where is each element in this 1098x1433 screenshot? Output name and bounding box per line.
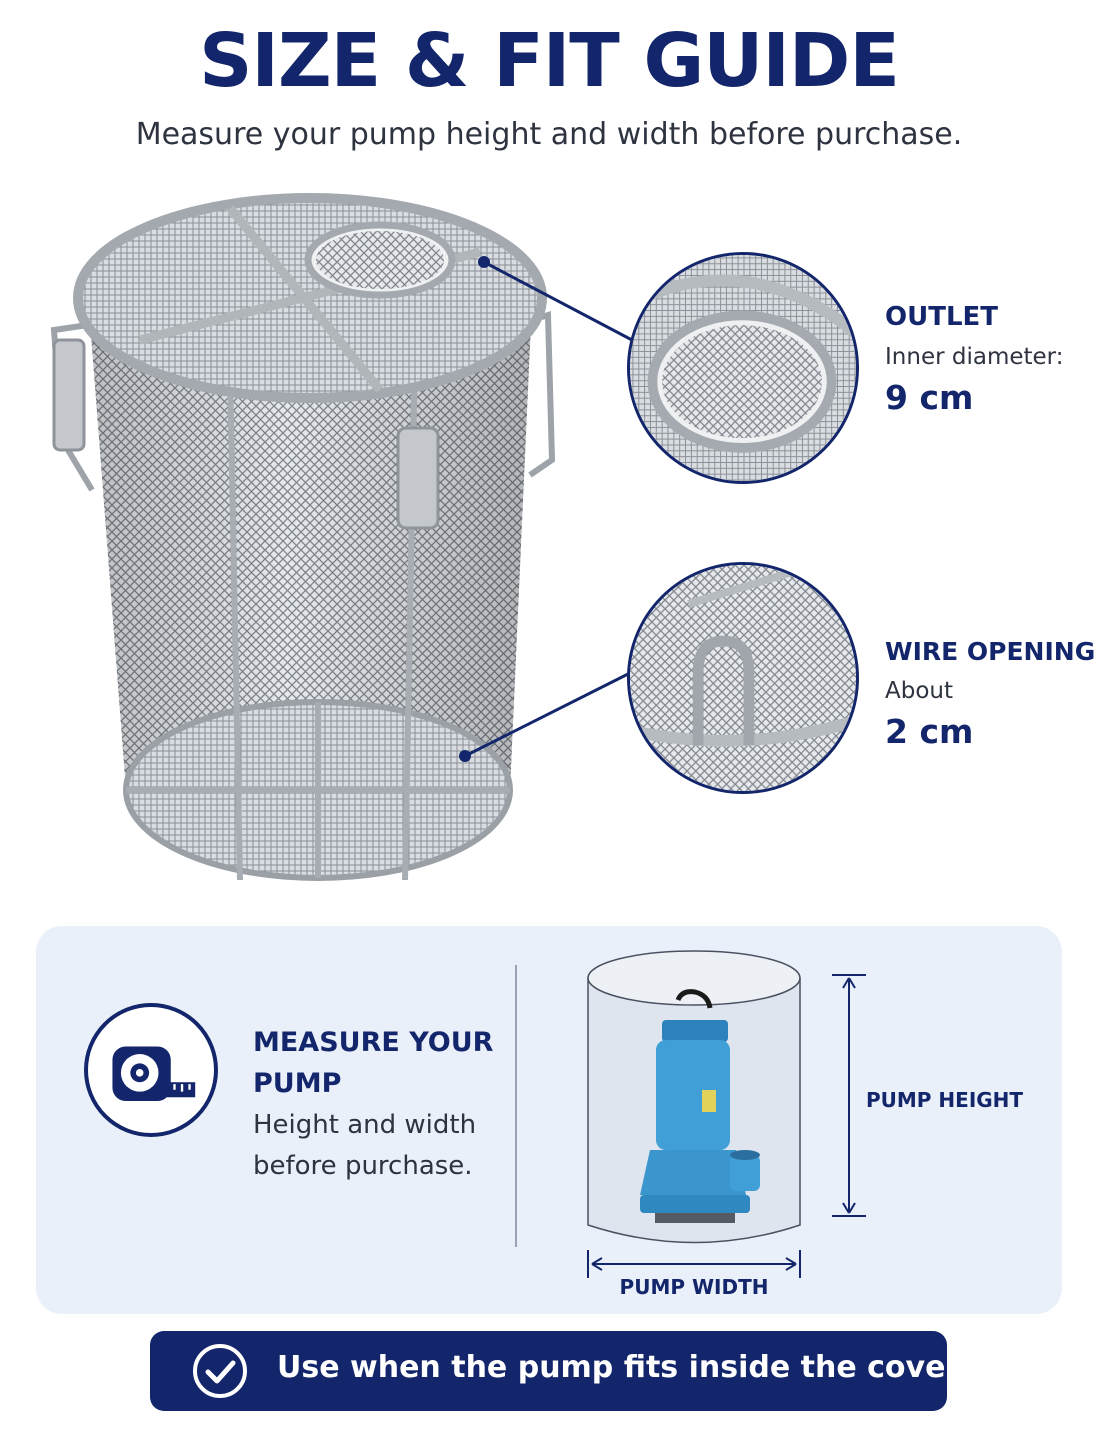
- page-subtitle: Measure your pump height and width befor…: [135, 117, 963, 152]
- pump-in-cover-image: [570, 940, 890, 1310]
- measure-title: MEASURE YOUR PUMP: [253, 1027, 494, 1099]
- outlet-zoom-image: [627, 252, 859, 484]
- wire-opening-callout: WIRE OPENING About 2 cm: [885, 637, 1095, 751]
- mesh-basket-image: [40, 190, 580, 920]
- page-title: SIZE & FIT GUIDE: [199, 18, 900, 104]
- wire-opening-title: WIRE OPENING: [885, 637, 1096, 666]
- outlet-value: 9 cm: [885, 378, 974, 417]
- measure-panel: [36, 926, 1062, 1314]
- outlet-label: Inner diameter:: [885, 344, 1064, 370]
- wire-opening-value: 2 cm: [885, 712, 974, 751]
- measure-description: Height and width before purchase.: [253, 1110, 477, 1181]
- panel-divider: [515, 965, 517, 1247]
- outlet-callout: OUTLET Inner diameter: 9 cm: [885, 302, 1063, 417]
- check-circle-icon: [191, 1342, 249, 1400]
- pump-height-label: PUMP HEIGHT: [866, 1088, 1024, 1112]
- outlet-title: OUTLET: [885, 302, 999, 332]
- pump-width-label: PUMP WIDTH: [619, 1275, 769, 1299]
- banner-text: Use when the pump fits inside the cover.: [277, 1350, 968, 1385]
- wire-opening-zoom-image: [627, 562, 859, 794]
- pump-height-dimension: [820, 970, 880, 1220]
- wire-opening-label: About: [885, 678, 954, 704]
- fit-banner: [150, 1331, 947, 1411]
- tape-measure-icon: [84, 1003, 218, 1137]
